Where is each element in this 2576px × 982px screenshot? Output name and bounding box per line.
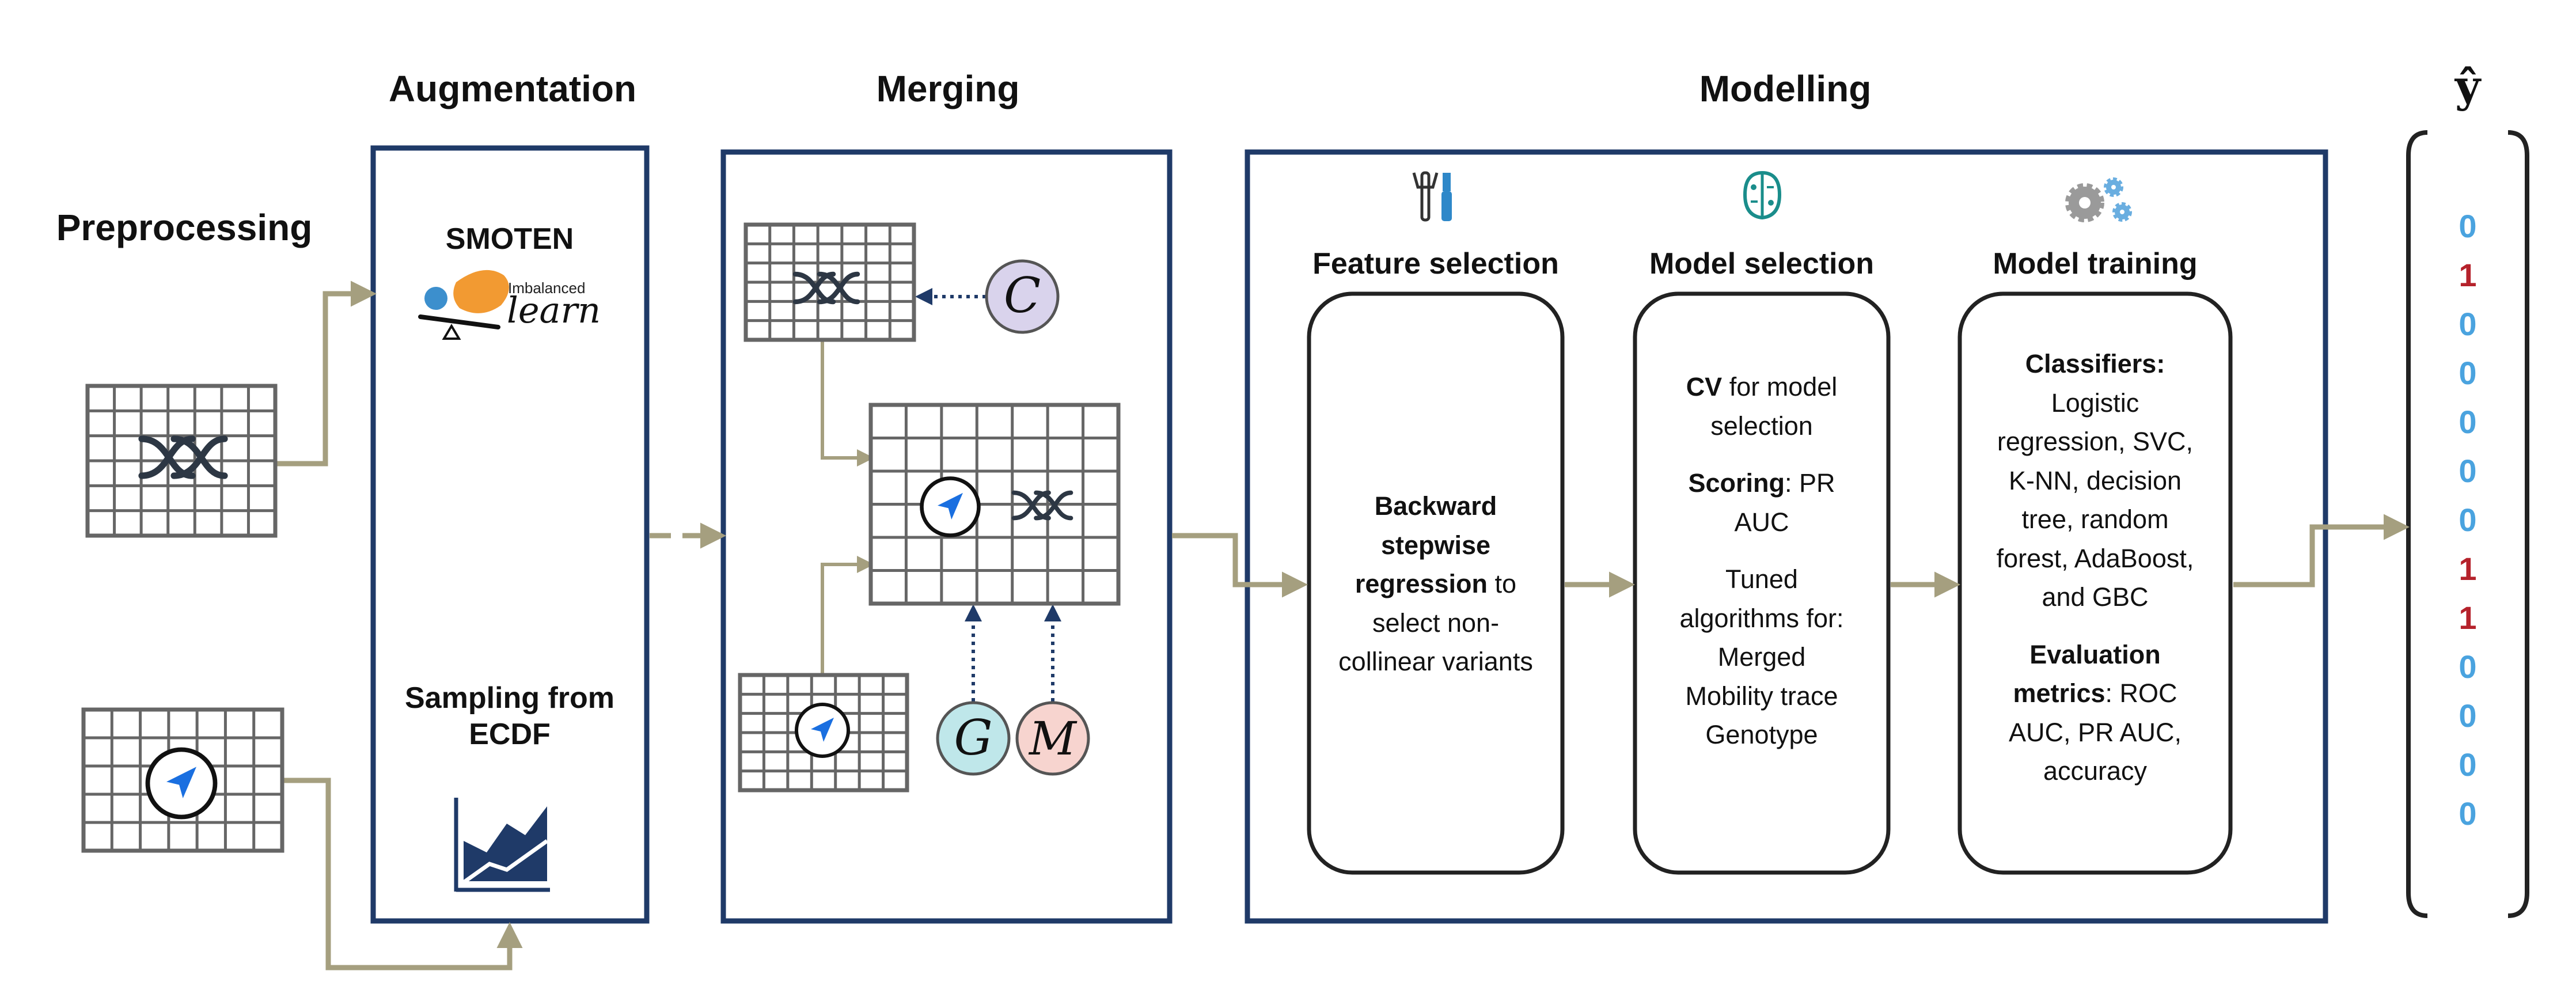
feature-selection-line4: select non- bbox=[1372, 608, 1500, 638]
classifiers-line5: forest, AdaBoost, bbox=[1996, 543, 2194, 573]
learn-logo-text: learn bbox=[507, 289, 601, 331]
node-m-label: M bbox=[1028, 712, 1078, 765]
stage-preprocessing-title: Preprocessing bbox=[56, 207, 313, 248]
output-value: 1 bbox=[2459, 257, 2477, 293]
model-selection-tuned1: Tuned bbox=[1725, 564, 1798, 594]
evaluation-line1: metrics: ROC bbox=[1962, 674, 2229, 713]
node-c-label: C bbox=[1004, 267, 1041, 324]
evaluation-metrics-bold: metrics bbox=[2013, 678, 2105, 708]
classifiers-line6: and GBC bbox=[2042, 582, 2149, 612]
model-selection-tuned5: Genotype bbox=[1705, 720, 1818, 749]
ecdf-label-line2: ECDF bbox=[469, 718, 551, 751]
gears-icon bbox=[2065, 177, 2132, 222]
grid-genotype-merging bbox=[743, 222, 916, 342]
output-value: 0 bbox=[2459, 355, 2477, 391]
model-selection-tuned2: algorithms for: bbox=[1679, 603, 1844, 633]
feature-selection-text: Backward stepwise regression to select n… bbox=[1313, 487, 1558, 681]
model-training-title: Model training bbox=[1993, 247, 2198, 280]
output-value: 0 bbox=[2459, 795, 2477, 832]
ecdf-label-line1: Sampling from bbox=[404, 681, 615, 715]
classifiers-line1: Logistic bbox=[2051, 388, 2139, 418]
tools-icon bbox=[1412, 171, 1452, 222]
feature-selection-line3-rest: to bbox=[1488, 569, 1517, 598]
stage-merging-title: Merging bbox=[876, 68, 1020, 109]
feature-selection-line5: collinear variants bbox=[1338, 647, 1533, 676]
output-value: 1 bbox=[2459, 600, 2477, 636]
output-bracket-right bbox=[2507, 130, 2529, 918]
output-value: 0 bbox=[2459, 746, 2477, 783]
arrow-mobility-grid-to-merged bbox=[821, 556, 874, 675]
feature-selection-line3: regression to bbox=[1313, 564, 1558, 604]
model-training-text: Classifiers: Logistic regression, SVC, K… bbox=[1962, 344, 2229, 791]
model-selection-cv-line2: selection bbox=[1710, 411, 1813, 441]
arrow-training-to-output bbox=[2233, 514, 2410, 587]
output-value: 0 bbox=[2459, 208, 2477, 244]
feature-selection-line3-bold: regression bbox=[1355, 569, 1488, 598]
output-value: 1 bbox=[2459, 551, 2477, 587]
model-selection-scoring-rest: : PR bbox=[1785, 468, 1835, 498]
location-arrow-icon bbox=[148, 750, 215, 817]
arrow-genotype-grid-to-merged bbox=[821, 325, 874, 467]
node-m bbox=[1015, 701, 1090, 776]
evaluation-line3: accuracy bbox=[2043, 756, 2148, 786]
stage-modelling-title: Modelling bbox=[1699, 68, 1872, 109]
classifiers-line3: K-NN, decision bbox=[2008, 465, 2182, 495]
stage-augmentation-title: Augmentation bbox=[388, 68, 637, 109]
output-value: 0 bbox=[2459, 306, 2477, 342]
node-g bbox=[936, 701, 1011, 776]
location-arrow-icon bbox=[922, 479, 979, 536]
classifiers-title: Classifiers: bbox=[2025, 349, 2165, 378]
model-selection-scoring-bold: Scoring bbox=[1688, 468, 1785, 498]
output-value: 0 bbox=[2459, 453, 2477, 489]
feature-selection-box bbox=[1307, 291, 1565, 875]
imbalanced-learn-logo bbox=[418, 270, 509, 340]
smoten-label: SMOTEN bbox=[445, 222, 574, 256]
output-bracket-left bbox=[2406, 130, 2428, 918]
arrow-merging-to-modelling bbox=[1172, 533, 1308, 598]
node-c bbox=[985, 259, 1060, 334]
ecdf-chart-icon bbox=[454, 798, 550, 892]
feature-selection-line1: Backward bbox=[1374, 491, 1497, 521]
classifiers-line4: tree, random bbox=[2021, 505, 2169, 534]
model-selection-text: CV for model selection Scoring: PR AUC T… bbox=[1639, 367, 1884, 754]
model-selection-cv: CV for model bbox=[1639, 367, 1884, 407]
model-selection-box bbox=[1633, 291, 1891, 875]
output-value: 0 bbox=[2459, 697, 2477, 734]
model-selection-scoring-line2: AUC bbox=[1734, 507, 1789, 537]
augmentation-frame bbox=[370, 145, 650, 924]
model-selection-cv-bold: CV bbox=[1686, 372, 1723, 401]
feature-selection-line2: stepwise bbox=[1380, 530, 1491, 560]
model-selection-tuned4: Mobility trace bbox=[1685, 681, 1838, 711]
output-value: 0 bbox=[2459, 502, 2477, 538]
imbalanced-logo-text: Imbalanced bbox=[508, 279, 586, 297]
model-selection-tuned3: Merged bbox=[1717, 642, 1806, 672]
classifiers-line2: regression, SVC, bbox=[1997, 427, 2194, 456]
brain-icon bbox=[1743, 170, 1782, 220]
output-value: 0 bbox=[2459, 649, 2477, 685]
location-arrow-icon bbox=[796, 704, 848, 756]
feature-selection-title: Feature selection bbox=[1312, 247, 1559, 280]
grid-genotype-input bbox=[85, 384, 278, 538]
model-selection-title: Model selection bbox=[1649, 247, 1875, 280]
evaluation-line2: AUC, PR AUC, bbox=[2008, 717, 2182, 747]
evaluation-title: Evaluation bbox=[2029, 639, 2161, 669]
output-value: 0 bbox=[2459, 404, 2477, 440]
evaluation-metrics-rest: : ROC bbox=[2105, 678, 2177, 708]
output-yhat-label: ŷ bbox=[2454, 60, 2481, 112]
modelling-frame bbox=[1245, 149, 2328, 924]
model-selection-cv-rest: for model bbox=[1722, 372, 1838, 401]
model-selection-scoring: Scoring: PR bbox=[1639, 464, 1884, 503]
arrow-mobility-to-augmentation bbox=[282, 778, 523, 970]
grid-merged bbox=[868, 403, 1121, 606]
node-g-label: G bbox=[954, 710, 992, 766]
arrow-genotype-to-augmentation bbox=[275, 280, 377, 467]
